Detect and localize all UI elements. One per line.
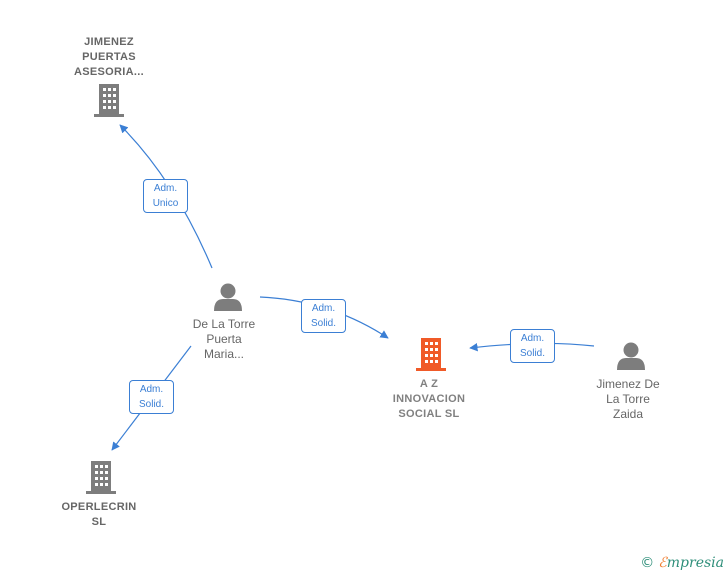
person-icon[interactable] — [214, 283, 242, 312]
edge-label-adm-solid: Adm. Solid. — [301, 299, 346, 333]
edge-label-adm-solid: Adm. Solid. — [510, 329, 555, 363]
node-label-jimenez-puertas[interactable]: JIMENEZ PUERTAS ASESORIA... — [74, 36, 144, 78]
edge-label-adm-unico: Adm. Unico — [143, 179, 188, 213]
building-icon[interactable] — [94, 84, 124, 117]
empresia-logo-e: ℰ — [658, 555, 667, 571]
node-label-az-innovacion[interactable]: A Z INNOVACION SOCIAL SL — [392, 378, 466, 420]
edge-label-adm-solid: Adm. Solid. — [129, 380, 174, 414]
building-icon[interactable] — [416, 338, 446, 371]
node-label-operlecrin[interactable]: OPERLECRIN SL — [61, 501, 137, 528]
node-label-jimenez-de-la-torre[interactable]: Jimenez De La Torre Zaida — [596, 377, 660, 421]
empresia-brand: ©ℰmpresia — [640, 555, 724, 571]
node-label-de-la-torre[interactable]: De La Torre Puerta Maria... — [192, 317, 256, 361]
building-icon[interactable] — [86, 461, 116, 494]
person-icon[interactable] — [617, 342, 645, 371]
empresia-logo-text: mpresia — [666, 555, 724, 571]
copyright-icon: © — [640, 555, 655, 571]
